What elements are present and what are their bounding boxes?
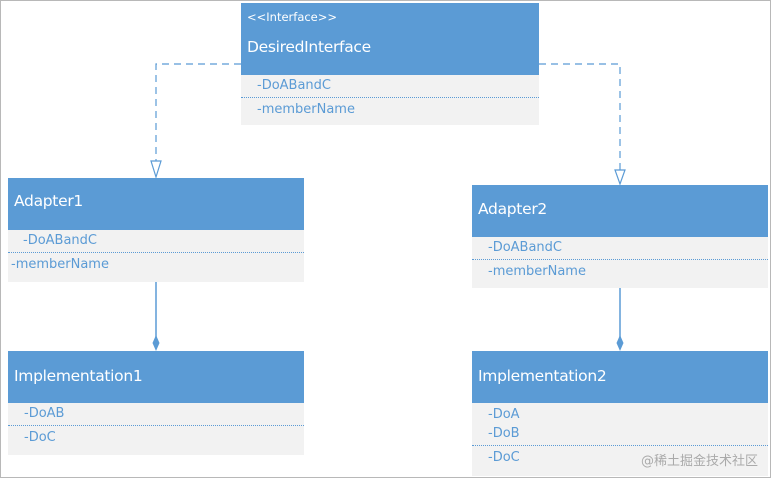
attribute: -DoABandC: [488, 240, 563, 255]
class-implementation2: Implementation2 -DoA -DoB -DoC: [472, 351, 768, 476]
attribute-section: -DoABandC -memberName: [8, 230, 304, 282]
class-implementation1: Implementation1 -DoAB -DoC: [8, 351, 304, 455]
realization-arrow-adapter2: [614, 169, 626, 186]
attribute-section: -DoABandC -memberName: [241, 75, 539, 125]
realization-arrow-adapter1: [150, 160, 162, 180]
class-adapter2: Adapter2 -DoABandC -memberName: [472, 185, 768, 288]
composition-diamond-2: [616, 335, 624, 351]
class-header: Implementation1: [8, 351, 304, 403]
attribute: -DoB: [488, 426, 520, 441]
class-header: Implementation2: [472, 351, 768, 403]
realization-line-adapter2: [539, 63, 621, 170]
class-desired-interface: <<Interface>> DesiredInterface -DoABandC…: [241, 3, 539, 125]
composition-diamond-1: [152, 335, 160, 351]
attribute-section: -DoABandC -memberName: [472, 237, 768, 288]
attribute: -DoC: [472, 445, 768, 470]
attribute: -memberName: [241, 97, 539, 119]
attribute-section: -DoA -DoB -DoC: [472, 403, 768, 476]
attribute: -memberName: [472, 259, 768, 283]
class-name: Implementation1: [14, 367, 143, 385]
attribute: -memberName: [8, 252, 304, 276]
class-adapter1: Adapter1 -DoABandC -memberName: [8, 178, 304, 282]
class-name: Implementation2: [478, 367, 607, 385]
attribute: -DoC: [8, 425, 304, 450]
class-header: Adapter1: [8, 178, 304, 230]
class-header: Adapter2: [472, 185, 768, 237]
attribute: -DoA: [488, 407, 520, 422]
class-name: DesiredInterface: [247, 38, 371, 56]
attribute: -DoAB: [24, 406, 65, 421]
watermark: @稀土掘金技术社区: [640, 454, 758, 469]
stereotype-label: <<Interface>>: [247, 10, 338, 24]
attribute: -DoABandC: [23, 233, 98, 248]
class-name: Adapter2: [478, 200, 547, 218]
attribute-section: -DoAB -DoC: [8, 403, 304, 455]
attribute: -DoABandC: [257, 78, 332, 93]
class-header: <<Interface>> DesiredInterface: [241, 3, 539, 75]
class-name: Adapter1: [14, 192, 83, 210]
realization-line-adapter1: [155, 63, 241, 161]
